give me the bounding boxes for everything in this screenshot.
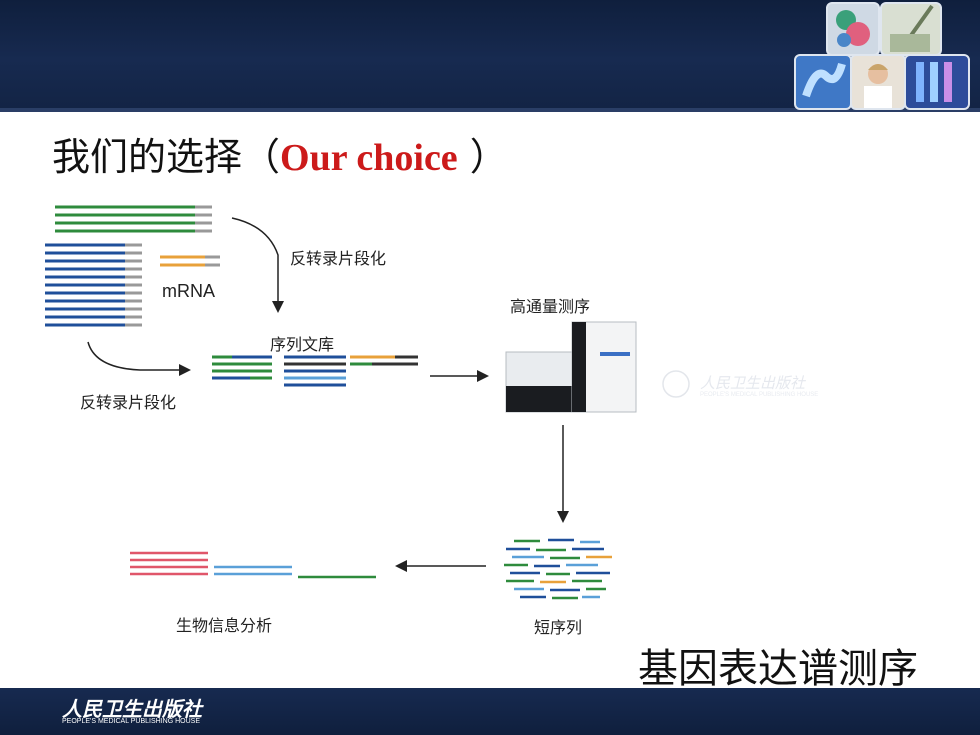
label-bioinformatics: 生物信息分析	[176, 616, 273, 635]
publisher-name-cn: 人民卫生出版社	[62, 697, 202, 721]
orange-transcripts	[160, 255, 220, 267]
reverse-transcription-arrow-bottom	[87, 341, 191, 376]
lab-photo-petri-icon	[826, 2, 880, 56]
publisher-name-en: PEOPLE'S MEDICAL PUBLISHING HOUSE	[62, 718, 201, 725]
title-en: Our choice	[280, 137, 458, 179]
lab-photo-testtubes-icon	[904, 54, 970, 110]
watermark-publisher-en: PEOPLE'S MEDICAL PUBLISHING HOUSE	[700, 392, 819, 398]
library-fragments	[212, 355, 418, 387]
short-reads-cluster	[504, 538, 612, 600]
reverse-transcription-arrow-top	[231, 217, 284, 313]
title-cn: 我们的选择（	[52, 135, 281, 179]
green-transcripts	[55, 205, 212, 233]
label-mrna: mRNA	[162, 281, 215, 301]
watermark-logo-icon	[662, 370, 690, 398]
slide-subtitle: 基因表达谱测序	[638, 646, 918, 692]
label-sequencing: 高通量测序	[510, 297, 591, 316]
label-reverse-transcription-bottom: 反转录片段化	[80, 393, 177, 412]
label-library: 序列文库	[270, 335, 335, 354]
sequencer-machine-icon	[505, 321, 637, 413]
slide-title: 我们的选择（Our choice ）	[52, 126, 508, 181]
watermark-publisher-cn: 人民卫生出版社	[700, 374, 806, 392]
label-short-reads: 短序列	[534, 618, 583, 637]
label-reverse-transcription-top: 反转录片段化	[290, 249, 387, 268]
blue-transcripts	[45, 243, 142, 327]
footer-band	[0, 688, 980, 735]
header-divider	[0, 108, 980, 112]
lab-photo-scientist-icon	[850, 54, 906, 110]
title-close: ）	[457, 135, 508, 179]
analysis-strands	[130, 551, 376, 579]
